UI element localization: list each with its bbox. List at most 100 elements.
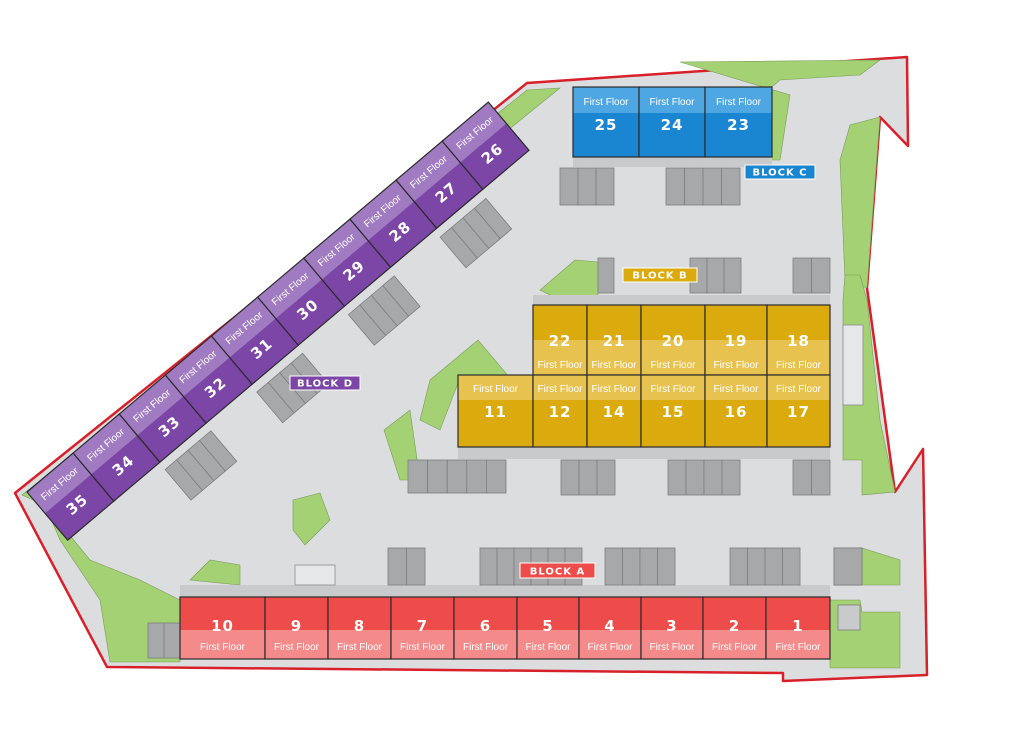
parking-space	[496, 547, 515, 586]
unit-number: 16	[725, 403, 748, 421]
parking-space	[706, 257, 725, 294]
unit-16[interactable]: First Floor 16	[704, 374, 768, 448]
unit-first-floor-band	[349, 180, 415, 241]
unit-number: 6	[480, 617, 491, 635]
parking-space	[387, 547, 407, 586]
unit-floor-label: First Floor	[714, 384, 760, 395]
unit-floor-label: First Floor	[473, 384, 519, 395]
unit-first-floor-band	[767, 375, 830, 400]
unit-number: 4	[604, 617, 615, 635]
unit-number: 20	[662, 332, 685, 350]
parking-space	[782, 547, 801, 586]
grass-area	[292, 492, 331, 546]
unit-2[interactable]: First Floor 2	[702, 596, 767, 660]
parking-space	[163, 622, 181, 659]
unit-number: 14	[603, 403, 626, 421]
unit-first-floor-band	[165, 336, 230, 397]
parking-space	[665, 167, 685, 206]
block-label-text: BLOCK B	[632, 271, 687, 282]
unit-first-floor-band	[639, 87, 705, 113]
unit-first-floor-band	[641, 340, 705, 375]
unit-number: 2	[729, 617, 740, 635]
unit-number: 12	[549, 403, 572, 421]
block-b-label: BLOCK B	[622, 267, 698, 283]
unit-first-floor-band	[454, 630, 517, 659]
parking-space	[446, 459, 468, 494]
unit-floor-label: First Floor	[712, 642, 758, 653]
block-label-text: BLOCK A	[530, 567, 585, 578]
unit-floor-label: First Floor	[592, 384, 638, 395]
footpath	[180, 585, 830, 597]
parking-space	[466, 459, 487, 494]
unit-6[interactable]: First Floor 6	[453, 596, 518, 660]
unit-floor-label: First Floor	[592, 360, 638, 371]
unit-floor-label: First Floor	[584, 97, 630, 108]
parking-space	[559, 167, 579, 206]
unit-first-floor-band	[458, 375, 533, 400]
parking-space	[723, 257, 742, 294]
parking-space	[764, 547, 783, 586]
footpath	[533, 295, 830, 305]
unit-14[interactable]: First Floor 14	[586, 374, 642, 448]
unit-first-floor-band	[533, 340, 587, 375]
grass-area	[839, 116, 881, 289]
parking-space	[560, 459, 580, 496]
parking-space	[577, 167, 597, 206]
unit-floor-label: First Floor	[776, 384, 822, 395]
parking-space	[604, 547, 623, 586]
unit-first-floor-band	[767, 340, 830, 375]
unit-floor-label: First Floor	[526, 642, 572, 653]
parking-space	[406, 547, 426, 586]
unit-first-floor-band	[211, 297, 276, 358]
grass-area	[44, 504, 181, 663]
parking-space	[427, 459, 448, 494]
unit-number: 9	[291, 617, 302, 635]
unit-number: 25	[595, 116, 618, 134]
parking-space	[596, 459, 616, 496]
unit-first-floor-band	[579, 630, 641, 659]
unit-first-floor-band	[303, 219, 369, 280]
parking-space	[597, 257, 615, 294]
unit-floor-label: First Floor	[463, 642, 509, 653]
unit-number: 23	[727, 116, 750, 134]
bin-store	[837, 604, 861, 631]
parking-space	[147, 622, 165, 659]
unit-first-floor-band	[587, 375, 641, 400]
unit-first-floor-band	[257, 258, 322, 319]
parking-space	[578, 459, 598, 496]
unit-25[interactable]: First Floor 25	[572, 86, 640, 158]
unit-first-floor-band	[396, 141, 461, 202]
parking-space	[792, 459, 812, 496]
unit-number: 7	[417, 617, 428, 635]
unit-first-floor-band	[705, 87, 772, 113]
